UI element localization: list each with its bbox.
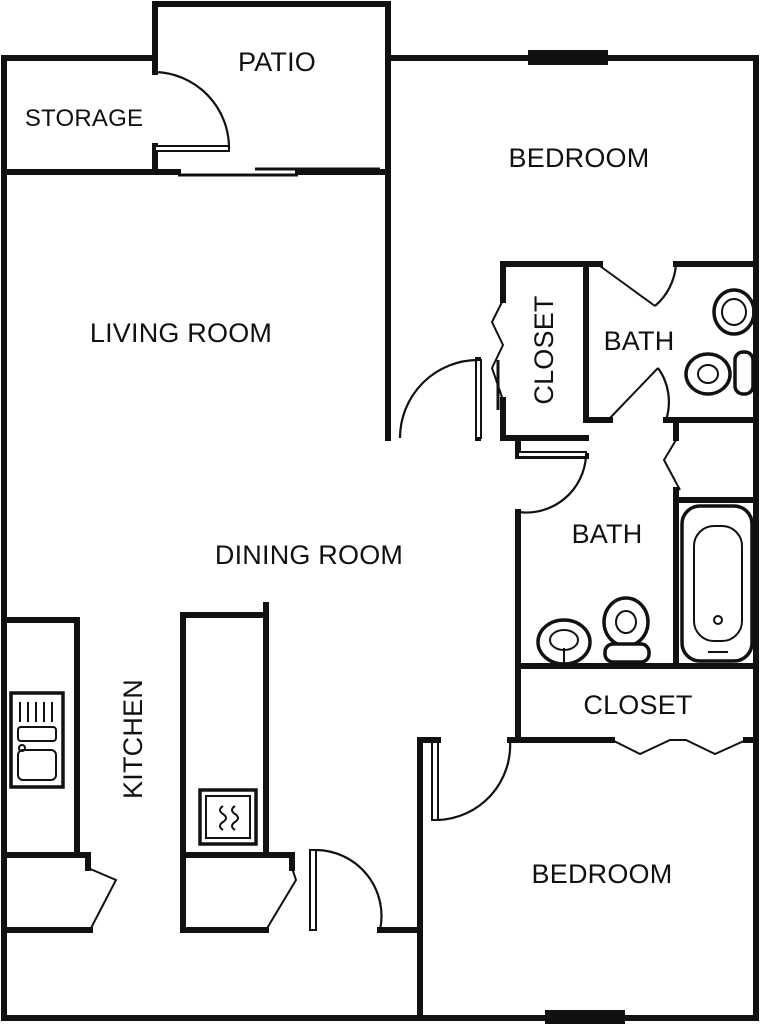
window-bedroom-lower	[545, 1010, 625, 1024]
bathtub-icon	[680, 504, 754, 663]
kitchen-sink-icon	[9, 691, 65, 789]
room-label-bedroom-lower: BEDROOM	[532, 859, 673, 889]
room-label-bath-lower: BATH	[572, 519, 643, 549]
room-label-closet-lower: CLOSET	[583, 690, 692, 720]
doors	[87, 70, 747, 931]
room-label-living-room: LIVING ROOM	[90, 318, 272, 348]
toilet-icon	[684, 350, 755, 396]
room-label-kitchen: KITCHEN	[118, 679, 148, 799]
door-storage	[154, 145, 230, 152]
room-label-dining-room: DINING ROOM	[215, 540, 403, 570]
sink-icon	[536, 618, 592, 666]
interior-walls	[1, 55, 759, 1021]
door-bath-lower	[517, 451, 587, 458]
room-label-storage: STORAGE	[25, 105, 143, 132]
room-labels: PATIO STORAGE BEDROOM LIVING ROOM CLOSET…	[25, 47, 693, 889]
sink-icon	[712, 288, 756, 336]
door-entry	[309, 849, 317, 931]
window-bedroom-upper	[528, 50, 608, 65]
room-label-bedroom-upper: BEDROOM	[509, 143, 650, 173]
room-label-patio: PATIO	[238, 47, 316, 77]
fixtures	[9, 288, 756, 846]
door-bedroom-upper	[475, 359, 482, 439]
room-label-bath-upper: BATH	[604, 326, 675, 356]
room-label-closet-upper: CLOSET	[529, 295, 559, 404]
door-bedroom-lower	[431, 741, 439, 821]
toilet-icon	[602, 596, 651, 664]
stove-icon	[198, 788, 258, 846]
